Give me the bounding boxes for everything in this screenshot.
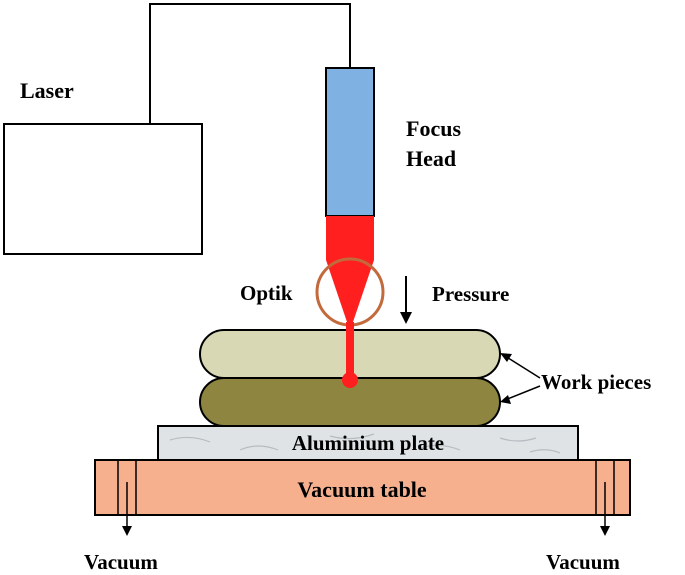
vacuum-arrow-right-head bbox=[600, 526, 610, 536]
laser-box bbox=[3, 123, 203, 255]
weld-spot bbox=[342, 372, 358, 388]
laser-label: Laser bbox=[20, 78, 74, 103]
work-pieces-label: Work pieces bbox=[541, 370, 651, 394]
vacuum-right-label: Vacuum bbox=[546, 550, 620, 574]
focus-head-label-line1: Focus bbox=[406, 116, 461, 141]
work-pieces-pointer-bottom-head bbox=[500, 395, 511, 404]
aluminium-plate-label: Aluminium plate bbox=[292, 431, 444, 455]
vacuum-left-label: Vacuum bbox=[84, 550, 158, 574]
pressure-arrow-head bbox=[400, 312, 412, 324]
optik-label: Optik bbox=[240, 281, 293, 305]
laser-beam-stem bbox=[346, 322, 354, 378]
vacuum-arrow-left-head bbox=[122, 526, 132, 536]
focus-head-label-line2: Head bbox=[406, 146, 456, 171]
pressure-label: Pressure bbox=[432, 282, 509, 306]
work-pieces-pointer-top bbox=[504, 355, 541, 379]
laser-cable bbox=[149, 3, 351, 124]
vacuum-table bbox=[94, 459, 631, 516]
laser-beam-cone bbox=[326, 216, 374, 322]
work-pieces-pointer-top-head bbox=[500, 353, 512, 362]
vacuum-table-label: Vacuum table bbox=[297, 477, 427, 502]
work-pieces-pointer-bottom bbox=[504, 385, 541, 401]
aluminium-plate-texture bbox=[169, 433, 561, 454]
focus-head bbox=[325, 67, 375, 217]
